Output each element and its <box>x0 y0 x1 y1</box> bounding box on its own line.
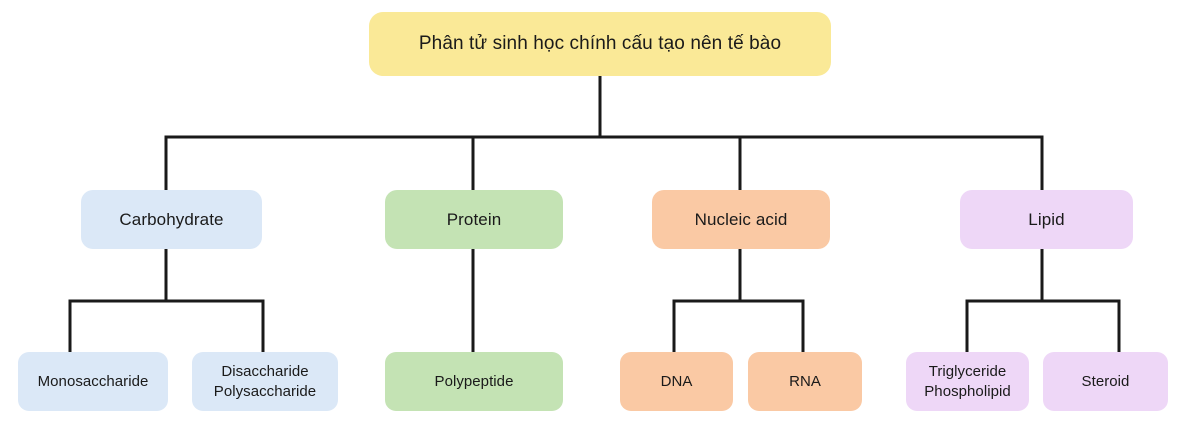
node-polypeptide[interactable]: Polypeptide <box>385 352 563 411</box>
node-steroid[interactable]: Steroid <box>1043 352 1168 411</box>
node-lipid[interactable]: Lipid <box>960 190 1133 249</box>
node-disaccharide-polysaccharide[interactable]: Disaccharide Polysaccharide <box>192 352 338 411</box>
node-triglyceride-phospholipid[interactable]: Triglyceride Phospholipid <box>906 352 1029 411</box>
node-root[interactable]: Phân tử sinh học chính cấu tạo nên tế bà… <box>369 12 831 76</box>
node-rna[interactable]: RNA <box>748 352 862 411</box>
node-nucleic-acid[interactable]: Nucleic acid <box>652 190 830 249</box>
node-carbohydrate[interactable]: Carbohydrate <box>81 190 262 249</box>
node-monosaccharide[interactable]: Monosaccharide <box>18 352 168 411</box>
node-protein[interactable]: Protein <box>385 190 563 249</box>
node-dna[interactable]: DNA <box>620 352 733 411</box>
